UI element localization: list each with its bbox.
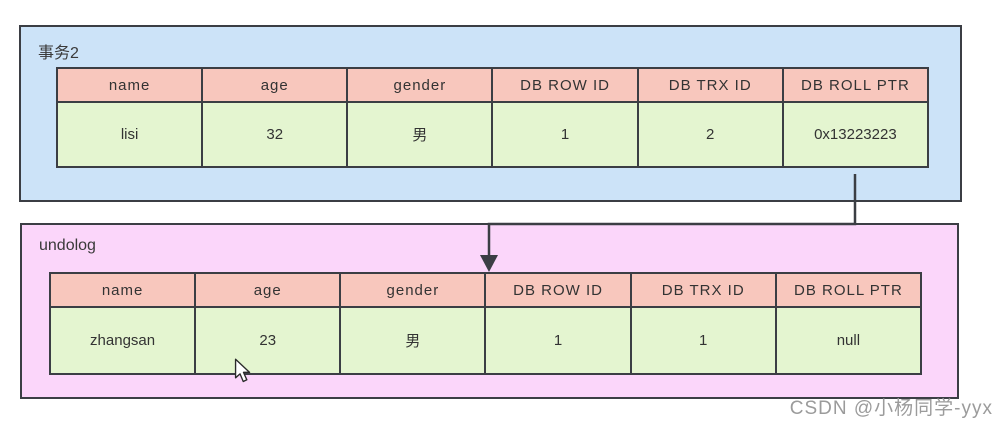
undolog-table: name age gender DB ROW ID DB TRX ID DB R… <box>48 272 923 375</box>
cell-db-row-id: 1 <box>491 101 639 168</box>
header-db-row-id: DB ROW ID <box>484 272 632 308</box>
transaction2-header-row: name age gender DB ROW ID DB TRX ID DB R… <box>55 67 930 103</box>
cell-gender: 男 <box>339 306 487 375</box>
header-name: name <box>55 67 204 103</box>
cell-gender: 男 <box>346 101 494 168</box>
undolog-box: undolog name age gender DB ROW ID DB TRX… <box>20 223 959 399</box>
undolog-header-row: name age gender DB ROW ID DB TRX ID DB R… <box>48 272 923 308</box>
watermark: CSDN @小杨同学-yyx <box>789 398 993 419</box>
header-name: name <box>48 272 197 308</box>
transaction2-box: 事务2 name age gender DB ROW ID DB TRX ID … <box>19 25 962 202</box>
transaction2-label: 事务2 <box>38 45 79 62</box>
cell-age: 32 <box>201 101 349 168</box>
header-db-row-id: DB ROW ID <box>491 67 639 103</box>
cell-db-trx-id: 1 <box>629 306 777 375</box>
header-db-trx-id: DB TRX ID <box>636 67 784 103</box>
transaction2-table: name age gender DB ROW ID DB TRX ID DB R… <box>55 67 930 168</box>
mouse-cursor-icon <box>234 358 251 383</box>
cell-db-roll-ptr: null <box>774 306 923 375</box>
cell-db-row-id: 1 <box>484 306 632 375</box>
cell-db-roll-ptr: 0x13223223 <box>781 101 930 168</box>
cell-db-trx-id: 2 <box>636 101 784 168</box>
undolog-label: undolog <box>39 237 96 254</box>
undolog-data-row: zhangsan 23 男 1 1 null <box>48 306 923 375</box>
header-gender: gender <box>346 67 494 103</box>
cell-name: lisi <box>55 101 204 168</box>
cell-age: 23 <box>194 306 342 375</box>
transaction2-data-row: lisi 32 男 1 2 0x13223223 <box>55 101 930 168</box>
header-db-roll-ptr: DB ROLL PTR <box>774 272 923 308</box>
header-gender: gender <box>339 272 487 308</box>
header-age: age <box>201 67 349 103</box>
header-db-trx-id: DB TRX ID <box>629 272 777 308</box>
header-age: age <box>194 272 342 308</box>
cell-name: zhangsan <box>48 306 197 375</box>
header-db-roll-ptr: DB ROLL PTR <box>781 67 930 103</box>
